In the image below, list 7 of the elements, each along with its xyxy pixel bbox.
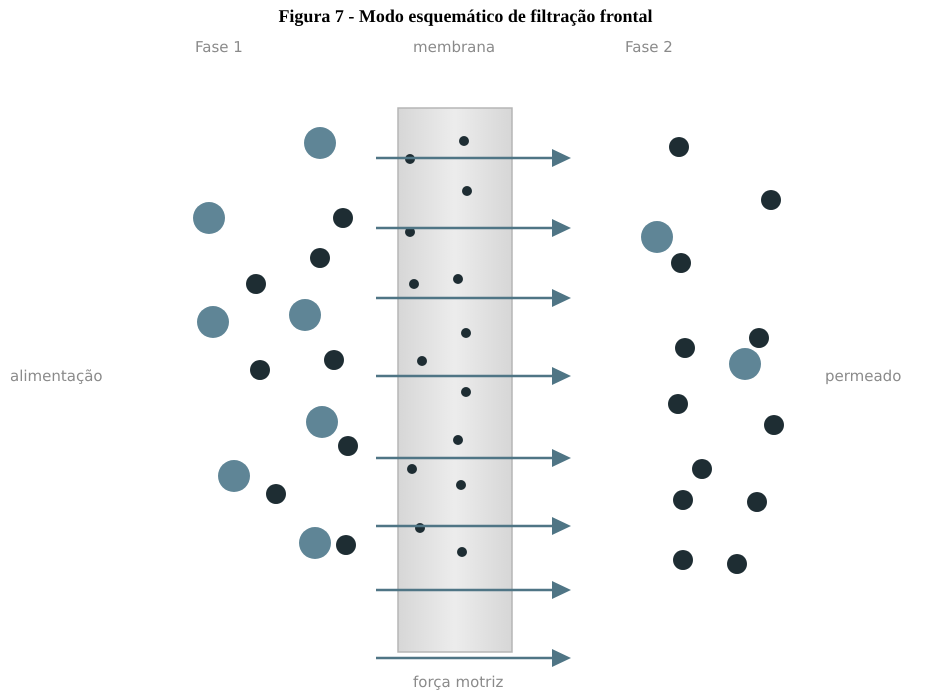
feed-label: alimentação xyxy=(10,367,103,385)
phase-label: Fase 1 xyxy=(195,38,243,56)
permeate-label: permeado xyxy=(825,367,902,385)
membrane-label: membrana xyxy=(413,38,496,56)
phase-label: Fase 2 xyxy=(625,38,673,56)
figure-title: Figura 7 - Modo esquemático de filtração frontal xyxy=(277,6,654,27)
driving-force-label: força motriz xyxy=(413,673,504,691)
